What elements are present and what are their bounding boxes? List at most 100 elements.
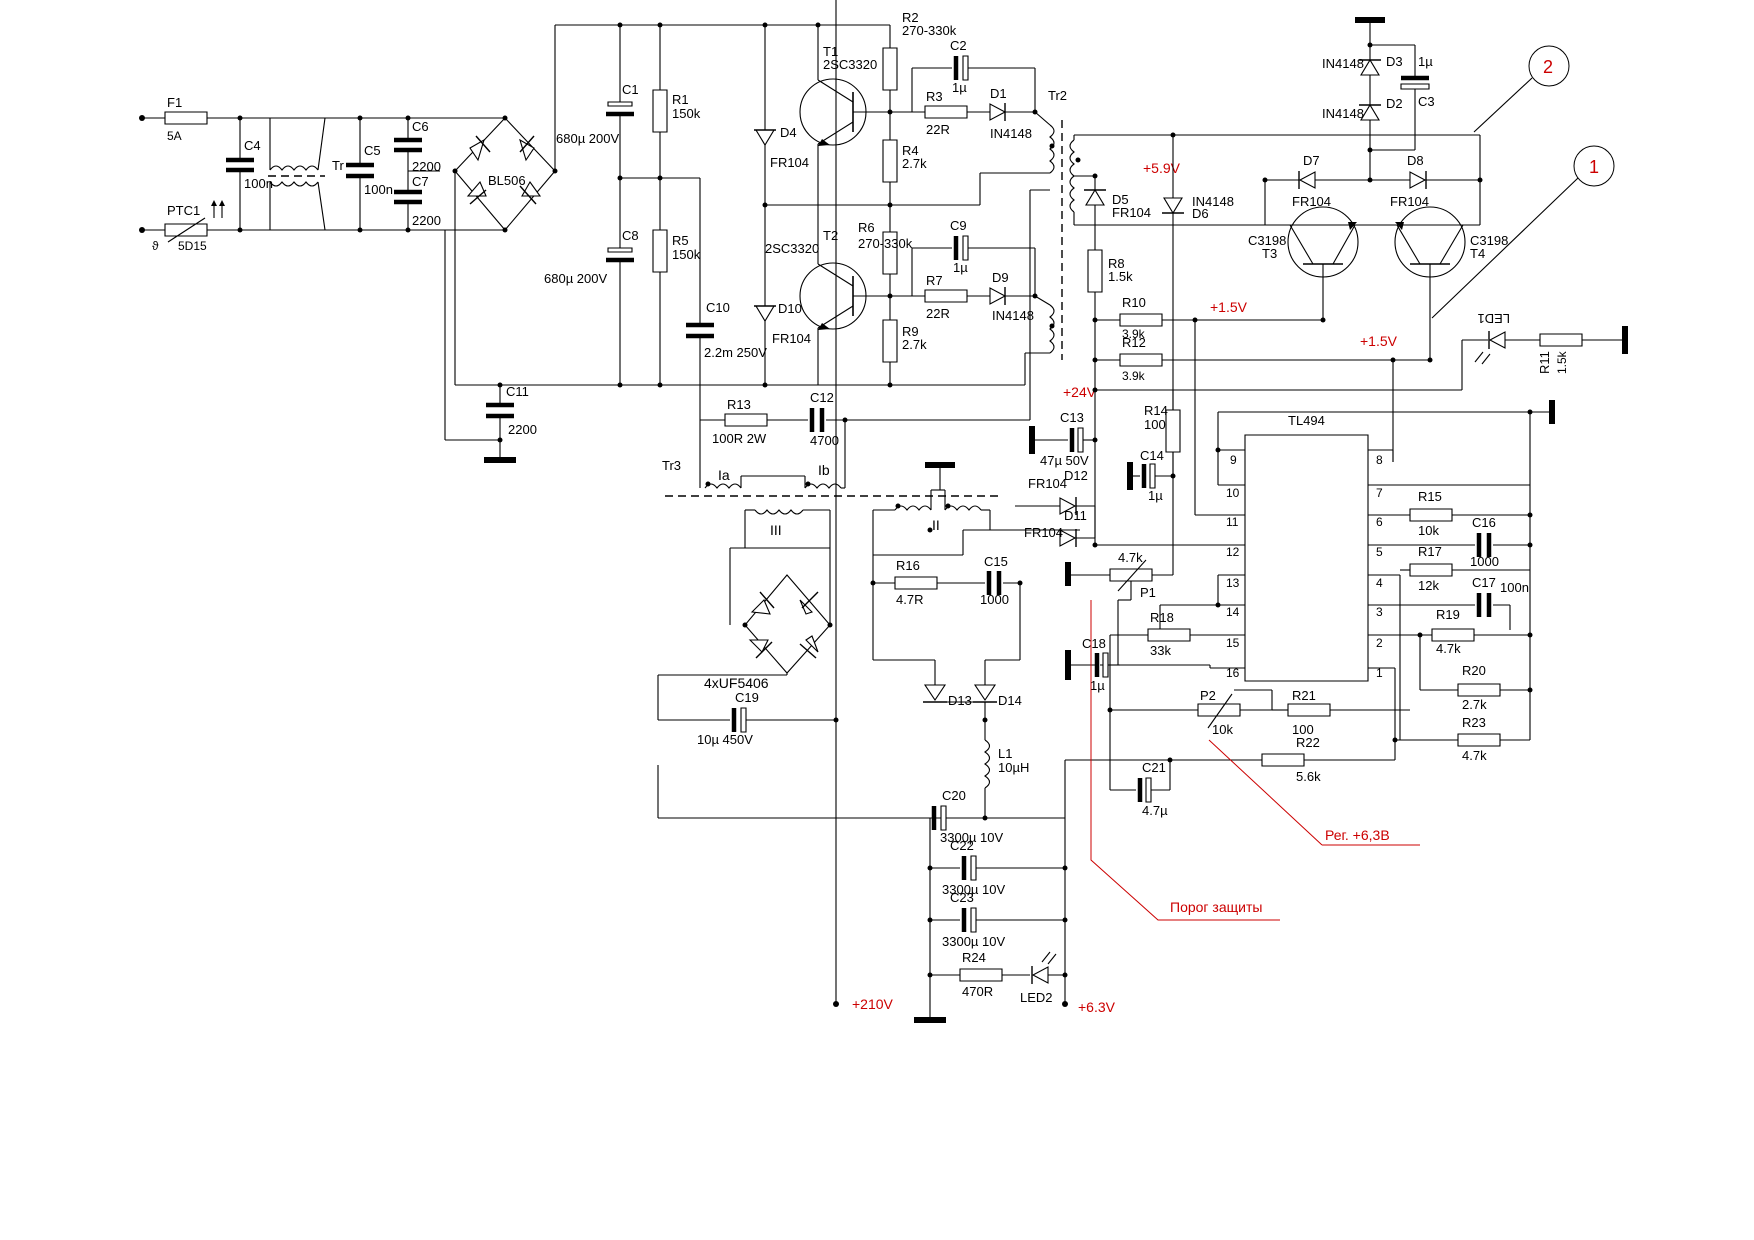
- c10-ref: C10: [706, 300, 730, 315]
- tr3-wind-a: Ia: [718, 467, 730, 483]
- r15-ref: R15: [1418, 489, 1442, 504]
- d2-type: IN4148: [1322, 106, 1364, 121]
- fuse-f1: [165, 112, 207, 124]
- r2-ref: R2: [902, 10, 919, 25]
- c13-ref: C13: [1060, 410, 1084, 425]
- r12-ref: R12: [1122, 335, 1146, 350]
- r16-ref: R16: [896, 558, 920, 573]
- bridge-ref: BL506: [488, 173, 526, 188]
- rail-5v9: +5.9V: [1143, 160, 1181, 176]
- d1-ref: D1: [990, 86, 1007, 101]
- p1-value: 4.7k: [1118, 550, 1143, 565]
- c2-ref: C2: [950, 38, 967, 53]
- r2-value: 270-330k: [902, 23, 957, 38]
- tr3-wind-b: Ib: [818, 462, 830, 478]
- p2-ref: P2: [1200, 688, 1216, 703]
- lv-output: II R16 4.7R C15 1000 D13 D14 L1 1: [870, 465, 1376, 1020]
- d12-type: FR104: [1028, 476, 1067, 491]
- d7-ref: D7: [1303, 153, 1320, 168]
- ic-tl494: [1245, 435, 1368, 681]
- c21-value: 4.7µ: [1142, 803, 1168, 818]
- c3-value: 1µ: [1418, 54, 1433, 69]
- c1-ref: C1: [622, 82, 639, 97]
- tr3-ref: Tr3: [662, 458, 681, 473]
- r16-value: 4.7R: [896, 592, 923, 607]
- c18-value: 1µ: [1090, 678, 1105, 693]
- c16-value: 1000: [1470, 554, 1499, 569]
- ic-pin-1: 1: [1376, 666, 1383, 680]
- c14-value: 1µ: [1148, 488, 1163, 503]
- t4-ref: T4: [1470, 246, 1485, 261]
- r4-value: 2.7k: [902, 156, 927, 171]
- r22-value: 5.6k: [1296, 769, 1321, 784]
- r8-value: 1.5k: [1108, 269, 1133, 284]
- c2-value: 1µ: [952, 80, 967, 95]
- r13-ref: R13: [727, 397, 751, 412]
- c12-value: 4700: [810, 433, 839, 448]
- r1-value: 150k: [672, 106, 701, 121]
- c7-value: 2200: [412, 213, 441, 228]
- r6-ref: R6: [858, 220, 875, 235]
- bridge-bl506: [455, 118, 555, 230]
- r23-ref: R23: [1462, 715, 1486, 730]
- c14-ref: C14: [1140, 448, 1164, 463]
- d6-ref: D6: [1192, 206, 1209, 221]
- r7-ref: R7: [926, 273, 943, 288]
- r21-value: 100: [1292, 722, 1314, 737]
- tr3-wind-3: III: [770, 522, 782, 538]
- ic-pin-15: 15: [1226, 636, 1240, 650]
- c6-value: 2200: [412, 159, 441, 174]
- ic-pin-5: 5: [1376, 545, 1383, 559]
- primary-rails: C1 680µ 200V C8 680µ 200V R1 150k R5 150…: [445, 22, 1025, 461]
- c17-ref: C17: [1472, 575, 1496, 590]
- r17-ref: R17: [1418, 544, 1442, 559]
- rail-210v: +210V: [852, 996, 894, 1012]
- r4-ref: R4: [902, 143, 919, 158]
- ic-pin-14: 14: [1226, 605, 1240, 619]
- d12-ref: D12: [1064, 468, 1088, 483]
- l1-ref: L1: [998, 746, 1012, 761]
- d13-ref: D13: [948, 693, 972, 708]
- tr3-wind-2: II: [932, 517, 940, 533]
- tl494-control: TL494 9 10 11 12 13 14 15 16 8 7 6 5 4 3…: [1065, 390, 1552, 818]
- input-section: F1 5A PTC1 5D15 ϑ C4 100n Tr: [139, 25, 558, 385]
- r1-ref: R1: [672, 92, 689, 107]
- l1-value: 10µH: [998, 760, 1029, 775]
- c12-ref: C12: [810, 390, 834, 405]
- rail-1v5-b: +1.5V: [1360, 333, 1398, 349]
- r24-ref: R24: [962, 950, 986, 965]
- c19-ref: C19: [735, 690, 759, 705]
- r15-value: 10k: [1418, 523, 1439, 538]
- c20-ref: C20: [942, 788, 966, 803]
- led1-ref: LED1: [1477, 311, 1510, 326]
- r19-value: 4.7k: [1436, 641, 1461, 656]
- r18-ref: R18: [1150, 610, 1174, 625]
- r6-value: 270-330k: [858, 236, 913, 251]
- ic-pin-13: 13: [1226, 576, 1240, 590]
- d5-ref: D5: [1112, 192, 1129, 207]
- c8-value: 680µ 200V: [544, 271, 607, 286]
- ic-pin-2: 2: [1376, 636, 1383, 650]
- ic-pin-11: 11: [1226, 515, 1239, 529]
- r18-value: 33k: [1150, 643, 1171, 658]
- c23-ref: C23: [950, 890, 974, 905]
- c11-ref: C11: [506, 384, 529, 399]
- tr-input-ref: Tr: [332, 158, 344, 173]
- ic-pin-10: 10: [1226, 486, 1240, 500]
- rail-24v: +24V: [1063, 384, 1097, 400]
- c13-value: 47µ 50V: [1040, 453, 1089, 468]
- marker-2: 2: [1543, 57, 1553, 77]
- d3-ref: D3: [1386, 54, 1403, 69]
- d8-type: FR104: [1390, 194, 1429, 209]
- ic-pin-7: 7: [1376, 486, 1383, 500]
- ic-pin-8: 8: [1376, 453, 1383, 467]
- ptc-value: 5D15: [178, 239, 207, 253]
- d4-ref: D4: [780, 125, 797, 140]
- r14-value: 100: [1144, 417, 1166, 432]
- hv-bridge-label: 4xUF5406: [704, 675, 769, 691]
- t3-type: C3198: [1248, 233, 1286, 248]
- c23-value: 3300µ 10V: [942, 934, 1005, 949]
- t4-type: C3198: [1470, 233, 1508, 248]
- c10-value: 2.2m 250V: [704, 345, 767, 360]
- transformer-tr2: Tr2: [890, 88, 1480, 420]
